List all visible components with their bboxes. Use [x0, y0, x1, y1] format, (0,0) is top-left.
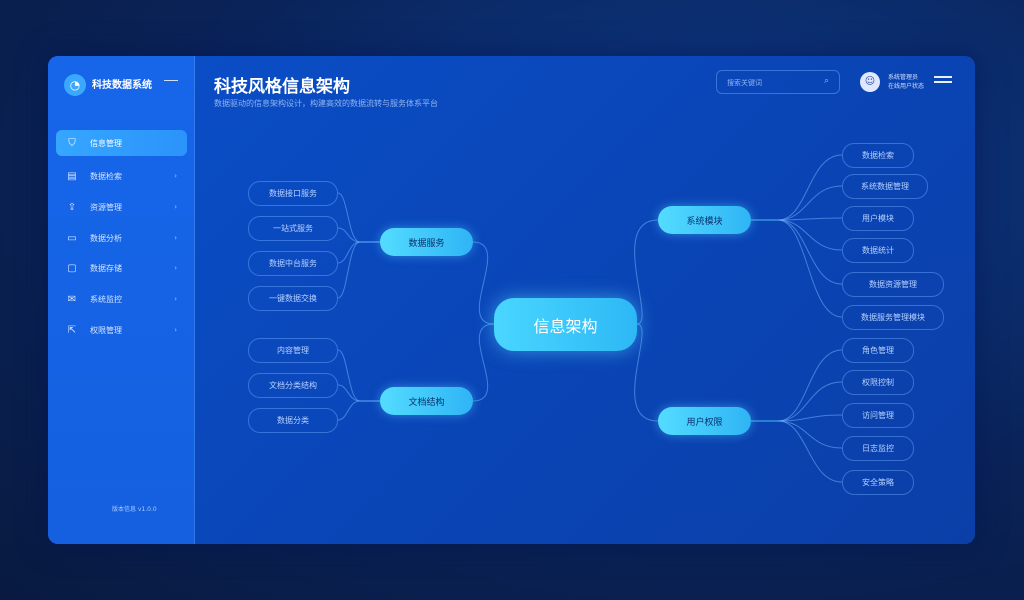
export-icon: ⇱ — [67, 324, 77, 336]
sidebar-item-label: 资源管理 — [90, 202, 122, 212]
sidebar-item-5[interactable]: ✉ 系统监控 › — [56, 286, 187, 312]
connector — [337, 400, 380, 421]
logo-icon: ◔ — [64, 74, 86, 96]
leaf-node[interactable]: 数据接口服务 — [248, 181, 338, 206]
connector — [777, 414, 843, 422]
chevron-icon: › — [174, 295, 177, 303]
leaf-node[interactable]: 一键数据交换 — [248, 286, 338, 311]
connector — [777, 185, 843, 221]
branch-node[interactable]: 用户权限 — [658, 407, 751, 435]
branch-node[interactable]: 数据服务 — [380, 228, 473, 256]
sidebar-item-label: 数据分析 — [90, 233, 122, 243]
connector — [337, 349, 380, 402]
connector — [634, 219, 659, 325]
connector — [634, 323, 659, 422]
mail-icon: ✉ — [67, 293, 77, 305]
connector — [777, 381, 843, 422]
center-node[interactable]: 信息架构 — [494, 298, 637, 351]
leaf-node[interactable]: 数据分类 — [248, 408, 338, 433]
sidebar-footer: 版本信息 v1.0.0 — [112, 506, 157, 513]
leaf-node[interactable]: 数据中台服务 — [248, 251, 338, 276]
connector — [777, 219, 843, 285]
connector — [777, 420, 843, 483]
sidebar-item-label: 数据检索 — [90, 171, 122, 181]
leaf-node[interactable]: 一站式服务 — [248, 216, 338, 241]
chevron-icon: › — [174, 172, 177, 180]
leaf-node[interactable]: 数据服务管理模块 — [842, 305, 944, 330]
branch-node[interactable]: 系统模块 — [658, 206, 751, 234]
chevron-icon: › — [174, 203, 177, 211]
shield-icon: ⛉ — [68, 137, 76, 149]
leaf-node[interactable]: 安全策略 — [842, 470, 914, 495]
connector-lines — [337, 154, 843, 483]
sidebar-item-2[interactable]: ⇪ 资源管理 › — [56, 194, 187, 220]
collapse-button[interactable] — [164, 80, 178, 81]
leaf-node[interactable]: 用户模块 — [842, 206, 914, 231]
connector — [337, 227, 380, 243]
chevron-icon: › — [174, 326, 177, 334]
connector — [777, 154, 843, 221]
branch-node[interactable]: 文档结构 — [380, 387, 473, 415]
leaf-node[interactable]: 数据资源管理 — [842, 272, 944, 297]
main-panel: ◔ 科技数据系统 ⛉ 信息管理 ▤ 数据检索 › ⇪ 资源管理 › ▭ 数据分析 › ▢ 数据存储 › ✉ 系… — [48, 56, 975, 544]
user-name: 系统管理员 — [888, 74, 919, 81]
sidebar: ◔ 科技数据系统 ⛉ 信息管理 ▤ 数据检索 › ⇪ 资源管理 › ▭ 数据分析 › ▢ 数据存储 › ✉ 系… — [48, 56, 195, 544]
document-icon: ▤ — [67, 170, 77, 182]
connector — [472, 323, 495, 402]
user-info: 系统管理员在线用户状态 — [888, 73, 924, 91]
monitor-icon: ▭ — [67, 232, 77, 244]
leaf-node[interactable]: 角色管理 — [842, 338, 914, 363]
search-placeholder: 搜索关键词 — [727, 79, 762, 87]
connector — [777, 217, 843, 221]
leaf-node[interactable]: 访问管理 — [842, 403, 914, 428]
sidebar-item-label: 权限管理 — [90, 325, 122, 335]
connector — [777, 219, 843, 318]
upload-icon: ⇪ — [67, 201, 77, 213]
chevron-icon: › — [174, 234, 177, 242]
sidebar-item-1[interactable]: ▤ 数据检索 › — [56, 163, 187, 189]
connector — [777, 219, 843, 251]
menu-icon[interactable] — [934, 76, 952, 86]
search-input[interactable]: 搜索关键词 ⌕ — [716, 70, 840, 94]
leaf-node[interactable]: 文档分类结构 — [248, 373, 338, 398]
page-title: 科技风格信息架构 — [214, 77, 350, 97]
connector — [337, 384, 380, 402]
brand-name: 科技数据系统 — [92, 80, 152, 91]
sidebar-item-label: 信息管理 — [90, 138, 122, 148]
avatar[interactable]: ☺ — [860, 72, 880, 92]
connector — [777, 349, 843, 422]
connector — [777, 420, 843, 449]
leaf-node[interactable]: 权限控制 — [842, 370, 914, 395]
window-icon: ▢ — [67, 262, 77, 274]
leaf-node[interactable]: 数据检索 — [842, 143, 914, 168]
chevron-icon: › — [174, 264, 177, 272]
sidebar-item-4[interactable]: ▢ 数据存储 › — [56, 255, 187, 281]
leaf-node[interactable]: 系统数据管理 — [842, 174, 928, 199]
connector — [337, 241, 380, 264]
sidebar-item-label: 系统监控 — [90, 294, 122, 304]
leaf-node[interactable]: 数据统计 — [842, 238, 914, 263]
connector — [337, 192, 380, 243]
connector — [337, 241, 380, 299]
leaf-node[interactable]: 日志监控 — [842, 436, 914, 461]
user-status: 在线用户状态 — [888, 83, 925, 90]
sidebar-item-6[interactable]: ⇱ 权限管理 › — [56, 317, 187, 343]
sidebar-item-0[interactable]: ⛉ 信息管理 — [56, 130, 187, 156]
page-subtitle: 数据驱动的信息架构设计，构建高效的数据流转与服务体系平台 — [214, 99, 438, 108]
search-icon[interactable]: ⌕ — [823, 76, 829, 86]
connector — [472, 241, 495, 325]
leaf-node[interactable]: 内容管理 — [248, 338, 338, 363]
sidebar-item-label: 数据存储 — [90, 263, 122, 273]
sidebar-item-3[interactable]: ▭ 数据分析 › — [56, 225, 187, 251]
